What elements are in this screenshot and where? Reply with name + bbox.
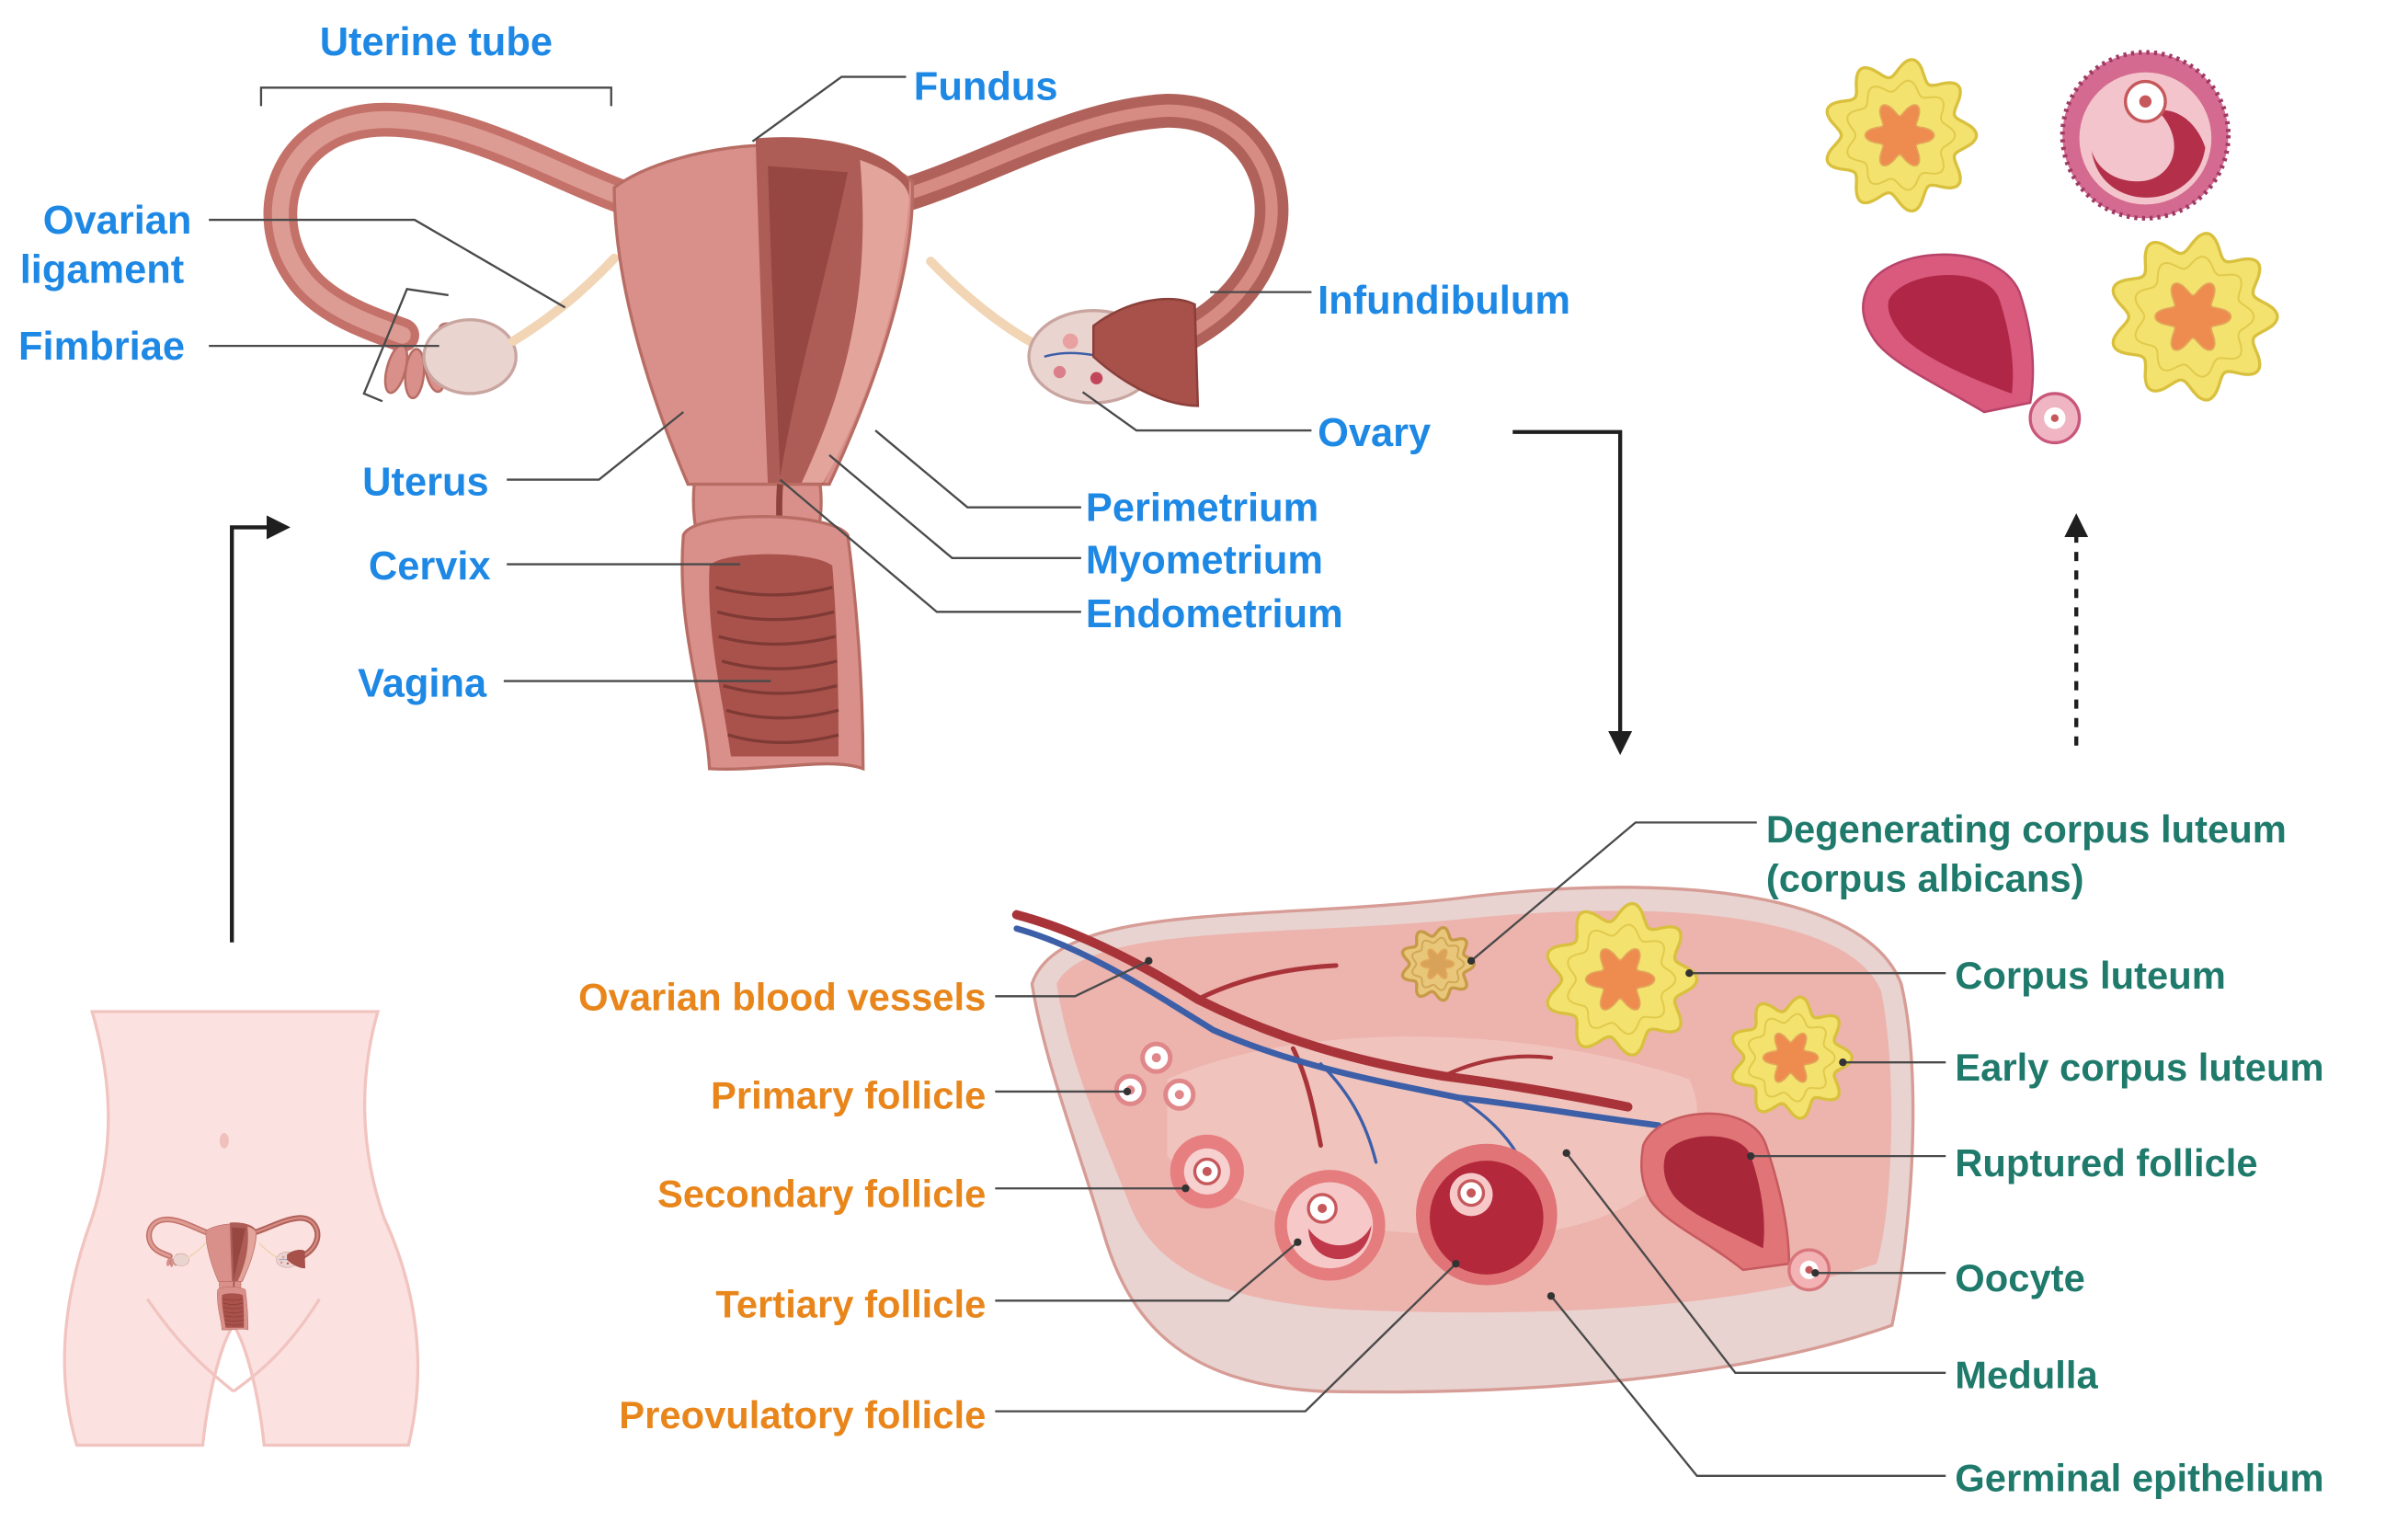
vaginal-rugae [714, 585, 839, 745]
tertiary-follicle-leader [995, 1241, 1299, 1302]
label-preovulatory-follicle: Preovulatory follicle [619, 1393, 986, 1436]
right-ovarian-ligament [926, 257, 1040, 349]
ovary-leader [1081, 391, 1312, 432]
right-uterine-tube [881, 93, 1289, 359]
label-uterus: Uterus [362, 460, 489, 504]
groin-lines [145, 1298, 321, 1393]
label-early-corpus-luteum: Early corpus luteum [1955, 1046, 2323, 1089]
ovarian-blood-vessels [1011, 910, 1662, 1183]
label-myometrium: Myometrium [1086, 539, 1323, 583]
ovary-cross-section [1011, 886, 1915, 1394]
label-tertiary-follicle: Tertiary follicle [715, 1283, 986, 1326]
ovarian-ligament-leader [209, 218, 566, 309]
left-ovarian-ligament [508, 253, 620, 347]
left-uterine-tube-highlight [271, 110, 631, 344]
endometrium-cavity [768, 166, 848, 477]
label-infundibulum: Infundibulum [1318, 279, 1570, 323]
perimetrium-leader [874, 429, 1081, 509]
arrow-body-to-uterus [230, 515, 291, 943]
luteal-inner-ring [1747, 1013, 1836, 1103]
medulla-leader [1565, 1152, 1946, 1375]
label-vagina: Vagina [358, 661, 487, 705]
endometrium-leader [779, 478, 1081, 613]
degenerating-corpus-luteum-shape [1400, 926, 1477, 1002]
myometrium-leader [828, 453, 1081, 560]
fundus-leader [751, 75, 907, 143]
cycle-ruptured-follicle [1862, 253, 2035, 414]
label-ovarian-blood-vessels: Ovarian blood vessels [578, 975, 986, 1018]
uterine-tube-bracket [259, 86, 612, 107]
label-oocyte: Oocyte [1955, 1256, 2085, 1299]
label-ovarian-ligament-line1: Ovarian [43, 199, 192, 243]
label-medulla: Medulla [1955, 1354, 2098, 1397]
body-silhouette [63, 1010, 420, 1448]
luteal-core [1420, 948, 1455, 979]
left-ovary [422, 318, 518, 395]
germinal-epithelium-leader [1550, 1295, 1946, 1478]
label-primary-follicle: Primary follicle [711, 1073, 986, 1116]
fimbriae-bracket [362, 287, 449, 403]
vaginal-canal [709, 554, 839, 757]
tertiary-follicle [1274, 1170, 1386, 1281]
label-ovarian-ligament-line2: ligament [20, 248, 185, 292]
luteal-core [1584, 947, 1656, 1011]
cycle-mature-follicle [2060, 50, 2231, 221]
myometrium-band [801, 159, 909, 483]
arrow-ovary-to-section [1512, 429, 1633, 756]
label-germinal-epithelium: Germinal epithelium [1955, 1457, 2323, 1500]
luteal-inner-ring [1410, 936, 1466, 991]
preovulatory-follicle [1415, 1143, 1558, 1286]
luteal-core [1762, 1032, 1820, 1083]
released-oocyte [1787, 1248, 1831, 1292]
label-cervix: Cervix [369, 544, 491, 589]
label-endometrium: Endometrium [1086, 592, 1343, 636]
label-perimetrium: Perimetrium [1086, 486, 1318, 531]
label-ruptured-follicle: Ruptured follicle [1955, 1141, 2257, 1184]
label-degenerating-corpus-luteum-line1: Degenerating corpus luteum [1766, 807, 2287, 851]
uterus-illustration [263, 93, 1289, 772]
label-corpus-luteum: Corpus luteum [1955, 954, 2226, 997]
preovulatory-follicle-leader [995, 1263, 1457, 1413]
label-secondary-follicle: Secondary follicle [657, 1172, 986, 1215]
label-fimbriae: Fimbriae [18, 325, 185, 369]
cycle-corpus-luteum-1 [1825, 58, 1979, 213]
secondary-follicle [1170, 1134, 1244, 1208]
navel [219, 1133, 229, 1149]
leader-dots [1123, 956, 1847, 1300]
blood-vessels-leader [995, 959, 1149, 998]
cycle-oocyte [2028, 392, 2082, 445]
luteal-inner-ring [2134, 256, 2255, 378]
luteal-core [2154, 282, 2232, 351]
luteal-inner-ring [1567, 923, 1677, 1036]
right-uterine-tube-lumen [892, 104, 1278, 348]
luteal-core [1864, 104, 1935, 167]
degenerating-corpus-luteum-leader [1470, 821, 1757, 962]
ovarian-cycle-cells [1825, 50, 2279, 445]
cycle-corpus-luteum-2 [2111, 232, 2279, 402]
label-fundus: Fundus [914, 65, 1058, 109]
label-uterine-tube: Uterine tube [320, 20, 553, 64]
label-degenerating-corpus-luteum-line2: (corpus albicans) [1766, 857, 2084, 900]
uterus-leader [507, 411, 685, 481]
early-corpus-luteum-shape [1730, 995, 1855, 1120]
corpus-luteum-shape [1546, 901, 1699, 1057]
label-ovary: Ovary [1318, 411, 1431, 455]
infundibulum-shape [1091, 297, 1200, 407]
luteal-inner-ring [1846, 79, 1957, 191]
